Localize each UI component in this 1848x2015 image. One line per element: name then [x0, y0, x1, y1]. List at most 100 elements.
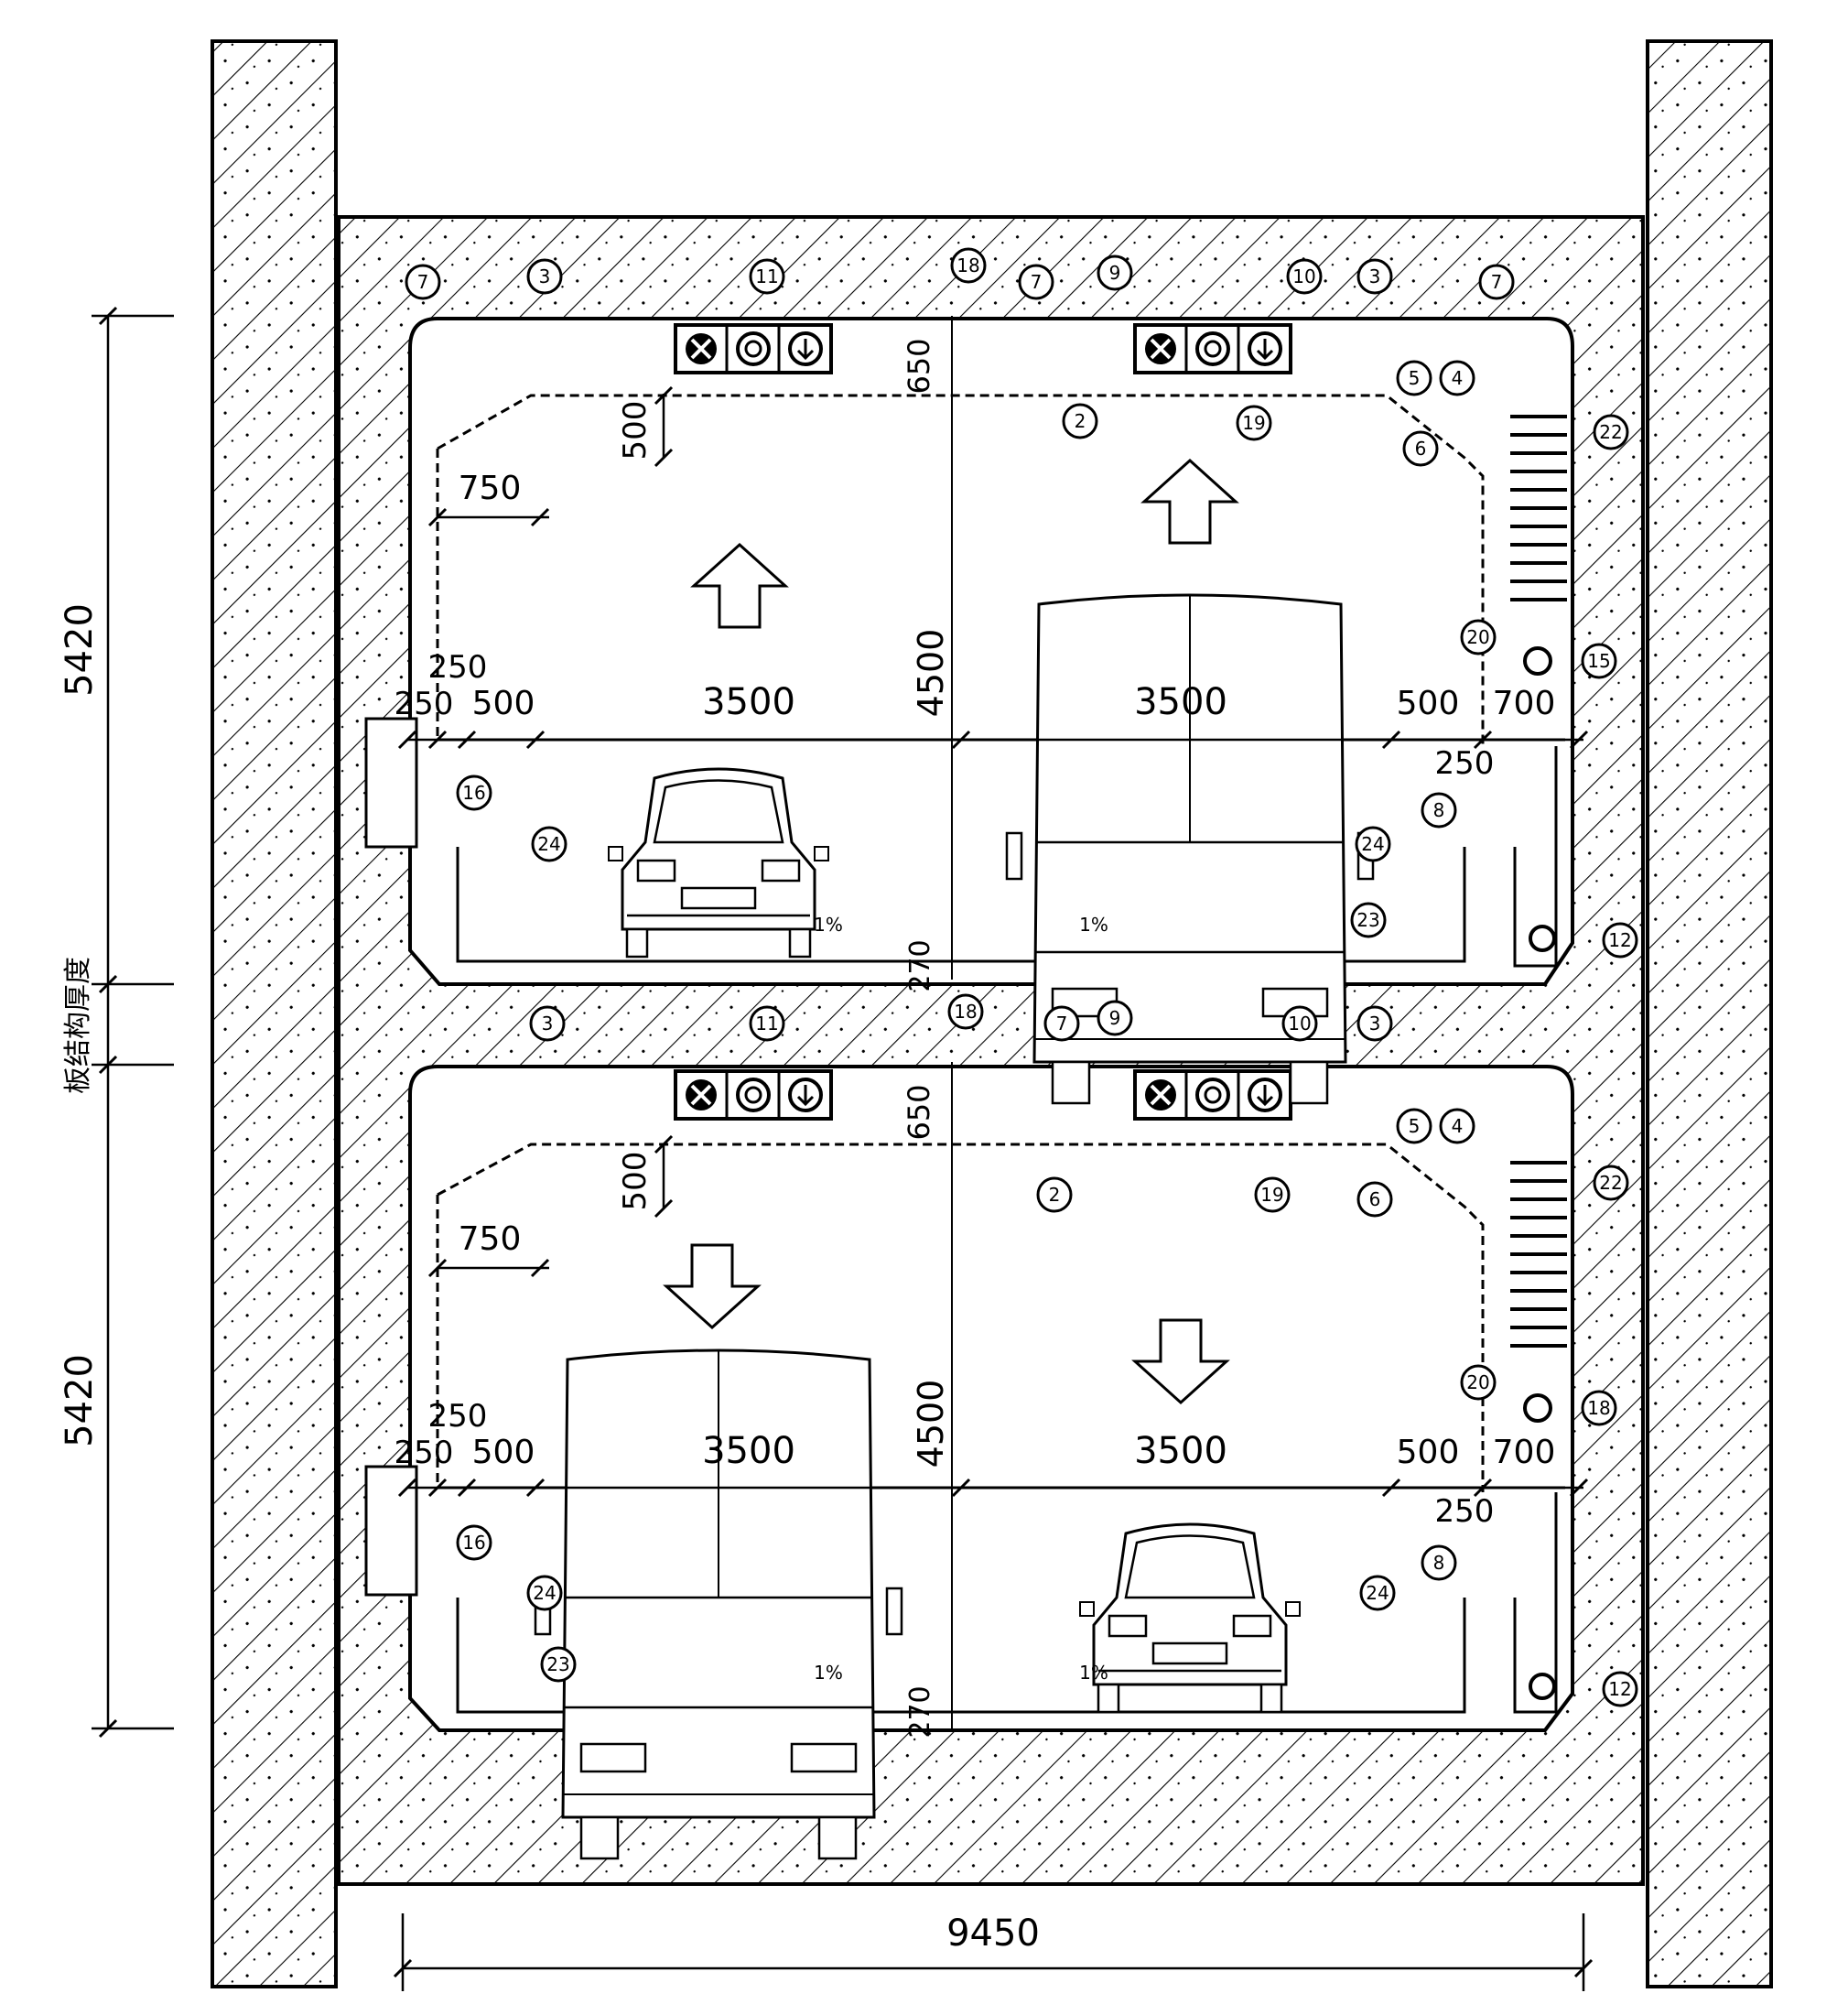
callout-label: 9 [1109, 1007, 1121, 1029]
callout-16: 16 [456, 775, 492, 811]
vehicle-bus-lower [534, 1349, 903, 1860]
dim-650-lower: 650 [902, 1084, 936, 1140]
callout-11: 11 [749, 1005, 785, 1042]
callout-24: 24 [1359, 1575, 1396, 1611]
callout-label: 19 [1242, 412, 1265, 434]
dim-700-lower: 700 [1493, 1434, 1556, 1471]
callout-label: 3 [1369, 1013, 1381, 1035]
dim-lane-width-lower-left: 3500 [702, 1430, 795, 1472]
light-fixture-lower [1529, 1673, 1556, 1700]
dim-250-right-lower: 250 [1435, 1493, 1495, 1530]
vehicle-car-lower [1078, 1522, 1302, 1714]
callout-label: 24 [1361, 833, 1384, 855]
callout-label: 8 [1433, 1552, 1445, 1574]
callout-label: 6 [1415, 438, 1427, 460]
callout-label: 15 [1587, 650, 1610, 672]
dim-500-top-upper: 500 [617, 401, 654, 460]
callout-10: 10 [1281, 1005, 1318, 1042]
dim-500-right-lower: 500 [1397, 1434, 1460, 1471]
callout-4: 4 [1439, 360, 1475, 396]
dim-500-right-upper: 500 [1397, 685, 1460, 722]
tunnel-structure [337, 215, 1645, 1886]
callout-label: 7 [417, 271, 429, 293]
callout-23: 23 [1350, 902, 1387, 938]
dim-500-left-upper: 500 [472, 685, 535, 722]
callout-label: 12 [1608, 1678, 1631, 1700]
slope-upper-left: 1% [814, 914, 843, 936]
callout-label: 5 [1409, 1115, 1421, 1137]
direction-arrow-lower-right [1133, 1318, 1228, 1404]
callout-7: 7 [1043, 1005, 1080, 1042]
callout-label: 18 [956, 255, 979, 276]
callout-12: 12 [1602, 922, 1638, 959]
dim-slab-thickness: 板结构厚度 [62, 957, 94, 1094]
callout-18: 18 [947, 993, 984, 1030]
dim-lane-width-upper-right: 3500 [1134, 681, 1227, 723]
callout-24: 24 [1355, 826, 1391, 862]
callout-20: 20 [1460, 1364, 1497, 1401]
callout-18: 18 [1581, 1390, 1617, 1426]
dim-700-upper: 700 [1493, 685, 1556, 722]
callout-label: 2 [1075, 410, 1086, 432]
dim-total-width: 9450 [946, 1912, 1040, 1955]
hydrant-upper [1523, 646, 1552, 676]
callout-24: 24 [531, 826, 567, 862]
callout-label: 5 [1409, 367, 1421, 389]
callout-label: 4 [1452, 1115, 1464, 1137]
hydrant-lower [1523, 1393, 1552, 1423]
dim-250-a-upper: 250 [428, 649, 488, 686]
dim-250-b-upper: 250 [394, 686, 454, 722]
callout-label: 22 [1599, 421, 1622, 443]
callout-label: 7 [1031, 271, 1043, 293]
callout-label: 10 [1288, 1013, 1311, 1035]
callout-8: 8 [1421, 1544, 1457, 1581]
callout-22: 22 [1593, 1165, 1629, 1201]
callout-label: 2 [1049, 1184, 1061, 1206]
vehicle-car-upper [607, 767, 830, 959]
slope-upper-right: 1% [1079, 914, 1108, 936]
callout-2: 2 [1036, 1176, 1073, 1213]
dim-tier-height-upper: 5420 [59, 603, 101, 697]
dimension-lines [92, 314, 1585, 1991]
callout-label: 3 [539, 265, 551, 287]
dim-lane-width-lower-right: 3500 [1134, 1430, 1227, 1472]
dim-250-b-lower: 250 [394, 1435, 454, 1471]
callout-7: 7 [1478, 264, 1515, 300]
callout-2: 2 [1062, 403, 1098, 439]
dim-clear-height-lower: 4500 [911, 1380, 951, 1468]
lane-signal-upper-left [674, 323, 833, 374]
dim-270-lower: 270 [904, 1685, 936, 1738]
callout-label: 3 [542, 1013, 554, 1035]
callout-7: 7 [1018, 264, 1054, 300]
callout-9: 9 [1097, 255, 1133, 291]
callout-3: 3 [1356, 1005, 1393, 1042]
callout-3: 3 [526, 258, 563, 295]
vent-rack-lower [1510, 1161, 1567, 1348]
callout-label: 18 [1587, 1397, 1610, 1419]
light-fixture-upper [1529, 925, 1556, 952]
dim-750-lower: 750 [459, 1220, 522, 1258]
callout-label: 22 [1599, 1172, 1622, 1194]
callout-label: 18 [954, 1001, 977, 1023]
callout-9: 9 [1097, 1000, 1133, 1036]
dim-270-upper: 270 [904, 939, 936, 991]
callout-6: 6 [1356, 1181, 1393, 1218]
lane-signal-lower-left [674, 1069, 833, 1121]
left-diaphragm-wall [211, 39, 338, 1988]
callout-label: 6 [1369, 1188, 1381, 1210]
dim-500-top-lower: 500 [617, 1152, 654, 1211]
lane-signal-lower-right [1133, 1069, 1292, 1121]
callout-label: 11 [755, 1013, 778, 1035]
dim-lane-width-upper-left: 3500 [702, 681, 795, 723]
callout-label: 9 [1109, 262, 1121, 284]
callout-label: 12 [1608, 929, 1631, 951]
callout-label: 20 [1466, 1371, 1489, 1393]
dim-clear-height-upper: 4500 [911, 629, 951, 718]
callout-label: 23 [546, 1653, 569, 1675]
callout-label: 4 [1452, 367, 1464, 389]
callout-7: 7 [405, 264, 441, 300]
callout-label: 24 [533, 1582, 556, 1604]
callout-label: 10 [1292, 265, 1315, 287]
